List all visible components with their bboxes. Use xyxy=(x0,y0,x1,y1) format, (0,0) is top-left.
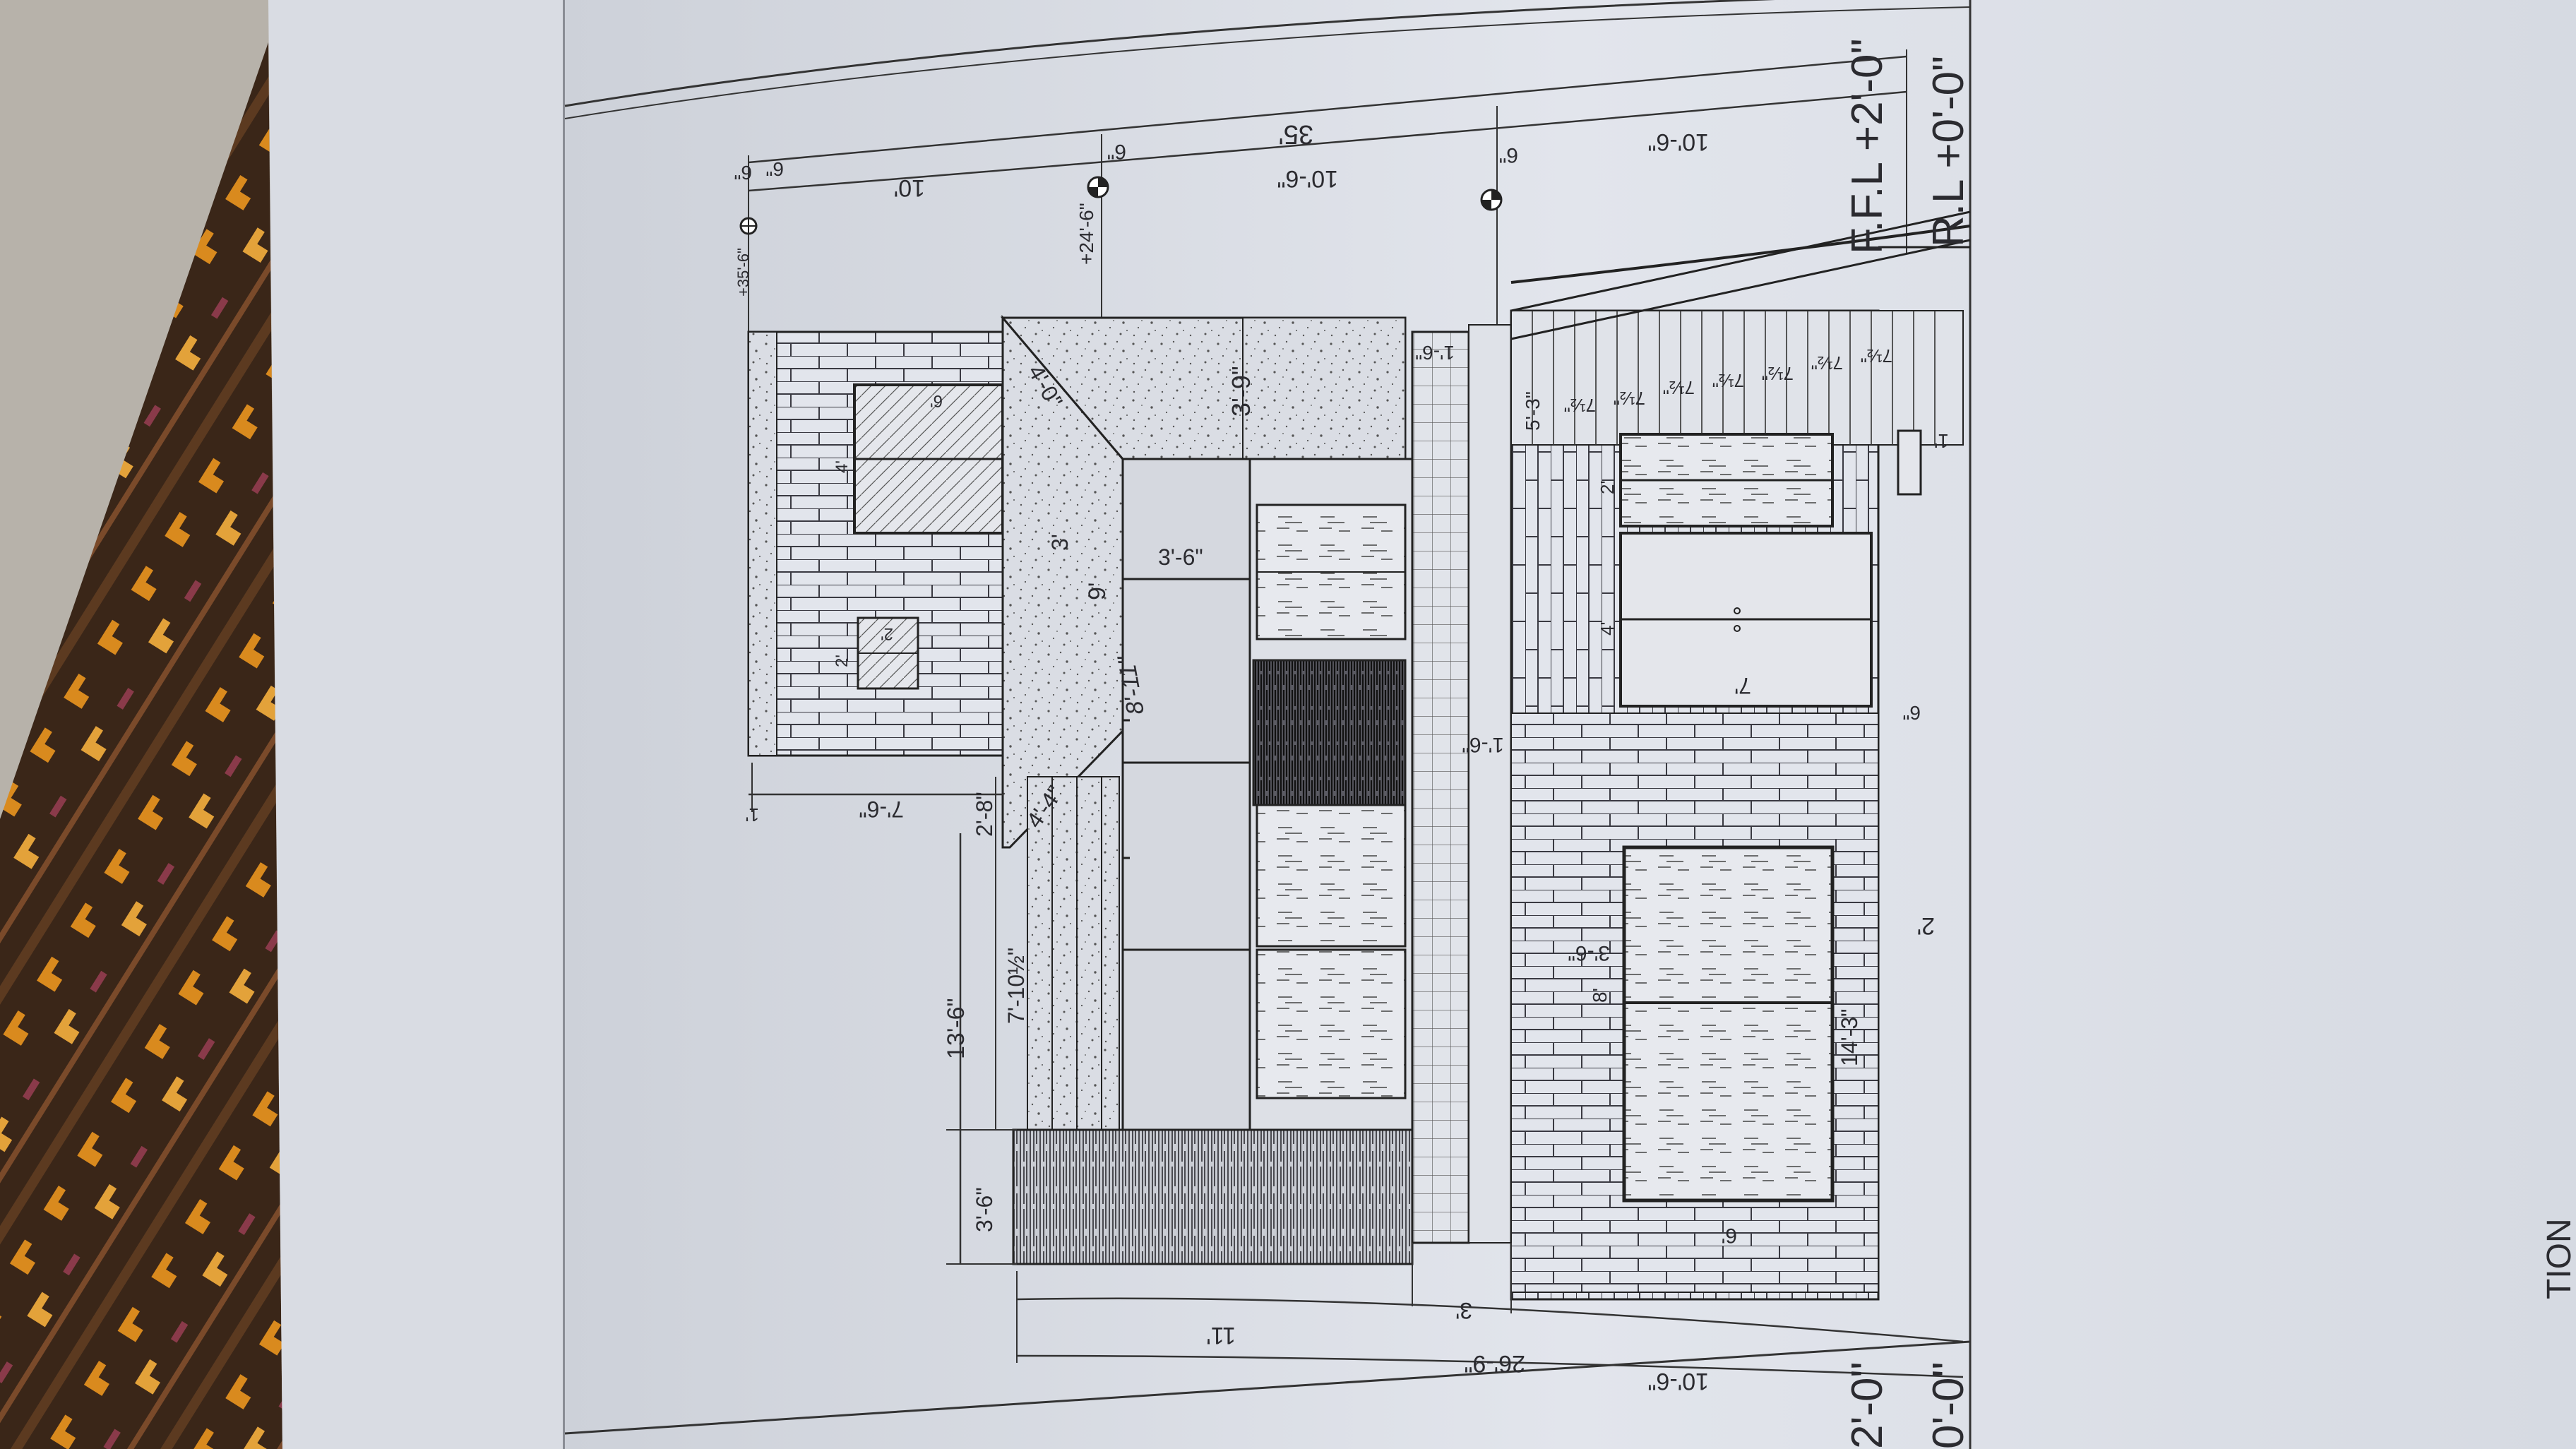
dim-line-bottom-1 xyxy=(1016,1297,1964,1343)
dim-bottom-3: 3' xyxy=(1455,1298,1472,1323)
right-sloped-top xyxy=(1510,239,1971,340)
dim-right-3-6: 3'-6" xyxy=(1568,941,1610,965)
dim-gap-a: 6" xyxy=(734,162,752,184)
dim-bar-1-6-top: 1'-6" xyxy=(1415,342,1455,364)
stair-riser-7: 7½" xyxy=(1861,345,1892,366)
level-marker-mid xyxy=(1087,176,1109,198)
dim-left-7-10: 7'-10½" xyxy=(1003,948,1029,1024)
dim-bottom-right-2: 2' xyxy=(1917,912,1935,939)
stair-riser-5: 7½" xyxy=(1762,363,1794,384)
dim-right-14-3: 14'-3" xyxy=(1837,1008,1862,1066)
grid-bar xyxy=(1411,330,1470,1244)
dim-seg-a: 10' xyxy=(894,174,925,201)
dim-line-seg xyxy=(748,90,1907,192)
dim-overall-top: 35' xyxy=(1278,119,1313,149)
right-socket xyxy=(1897,429,1922,496)
dim-overall-bottom: 26'-9" xyxy=(1464,1350,1525,1377)
left-wall-edge xyxy=(748,331,777,756)
dim-bar-1-6-mid: 1'-6" xyxy=(1462,733,1504,756)
dim-seg-b: 10'-6" xyxy=(1277,165,1338,192)
left-page xyxy=(268,0,565,1449)
sheet-border-top-inner xyxy=(564,6,1971,119)
edge-rl: 0'-0" xyxy=(1924,1362,1973,1449)
corner-text: TION xyxy=(2541,1218,2576,1299)
mid-marker-value: +24'-6" xyxy=(1075,203,1097,265)
dim-gap-b: 6" xyxy=(765,158,784,180)
ffl-line xyxy=(1510,225,1971,284)
stair-riser-4: 7½" xyxy=(1712,370,1744,391)
roof-band-strip xyxy=(1242,317,1406,460)
dim-left-3-6: 3'-6" xyxy=(972,1187,997,1232)
dim-left-2-8: 2'-8" xyxy=(972,792,997,837)
dim-seg-c: 10'-6" xyxy=(1647,129,1709,155)
dim-line-35 xyxy=(748,55,1907,164)
dark-grain-panel xyxy=(1252,659,1407,806)
right-big-window xyxy=(1622,845,1835,1203)
rl-label: R.L +0'-0" xyxy=(1924,56,1973,247)
stair-riser-3: 7½" xyxy=(1663,377,1695,398)
dim-right-2: 2' xyxy=(1597,481,1618,494)
dim-window-3-6: 3'-6" xyxy=(1158,544,1203,570)
central-panels xyxy=(1121,458,1251,1131)
ffl-label: F.F.L +2'-0" xyxy=(1843,38,1892,254)
sheet-border-bottom xyxy=(564,1340,1971,1435)
dim-right-1: 1' xyxy=(1934,430,1949,452)
right-top-stripes xyxy=(1510,310,1964,446)
dim-bottom-10-6: 10'-6" xyxy=(1647,1368,1709,1395)
dim-band-3-9: 3'-9" xyxy=(1227,366,1256,417)
dim-right-6-bottom: 6' xyxy=(1722,1224,1737,1247)
dim-gap-d: 6" xyxy=(1499,143,1518,167)
bar-gap xyxy=(1468,324,1512,1244)
glass-pane-2 xyxy=(1256,804,1407,948)
level-marker-left xyxy=(739,217,758,235)
sheet-border-top xyxy=(564,0,1776,107)
edge-ffl: 2'-0" xyxy=(1843,1362,1892,1449)
level-marker-right xyxy=(1480,189,1503,211)
stair-riser-1: 7½" xyxy=(1564,395,1596,416)
stair-riser-2: 7½" xyxy=(1614,388,1645,409)
dim-small-window-4: 4' xyxy=(833,460,852,473)
stair-riser-6: 7½" xyxy=(1811,352,1843,374)
dim-small-window-6: 6' xyxy=(930,391,943,410)
dim-left-1: 1' xyxy=(746,804,759,825)
dim-right-4: 4' xyxy=(1597,622,1618,636)
dim-right-6: 6" xyxy=(1902,702,1921,724)
patterned-fabric xyxy=(0,42,282,1449)
dim-left-7-6: 7'-6" xyxy=(859,797,904,822)
glass-pane-3 xyxy=(1256,948,1407,1099)
left-marker-value: +35'-6" xyxy=(734,248,752,297)
stone-stripes xyxy=(1027,776,1120,1131)
dim-left-13-6: 13'-6" xyxy=(943,998,970,1059)
dim-slope-9: 9' xyxy=(1084,583,1111,600)
dim-bottom-11: 11' xyxy=(1206,1322,1236,1349)
dim-right-7: 7' xyxy=(1734,673,1751,698)
wood-grain-block xyxy=(1012,1128,1414,1265)
dim-gap-c: 6" xyxy=(1107,140,1126,163)
dim-small-window-2b: 2' xyxy=(881,624,893,643)
dim-slope-3: 3' xyxy=(1047,534,1073,551)
dim-line-bottom-2 xyxy=(1016,1354,1964,1378)
dim-small-window-2a: 2' xyxy=(833,655,852,667)
dim-right-5-3: 5'-3" xyxy=(1522,391,1544,431)
dim-right-8: 8' xyxy=(1589,988,1611,1003)
